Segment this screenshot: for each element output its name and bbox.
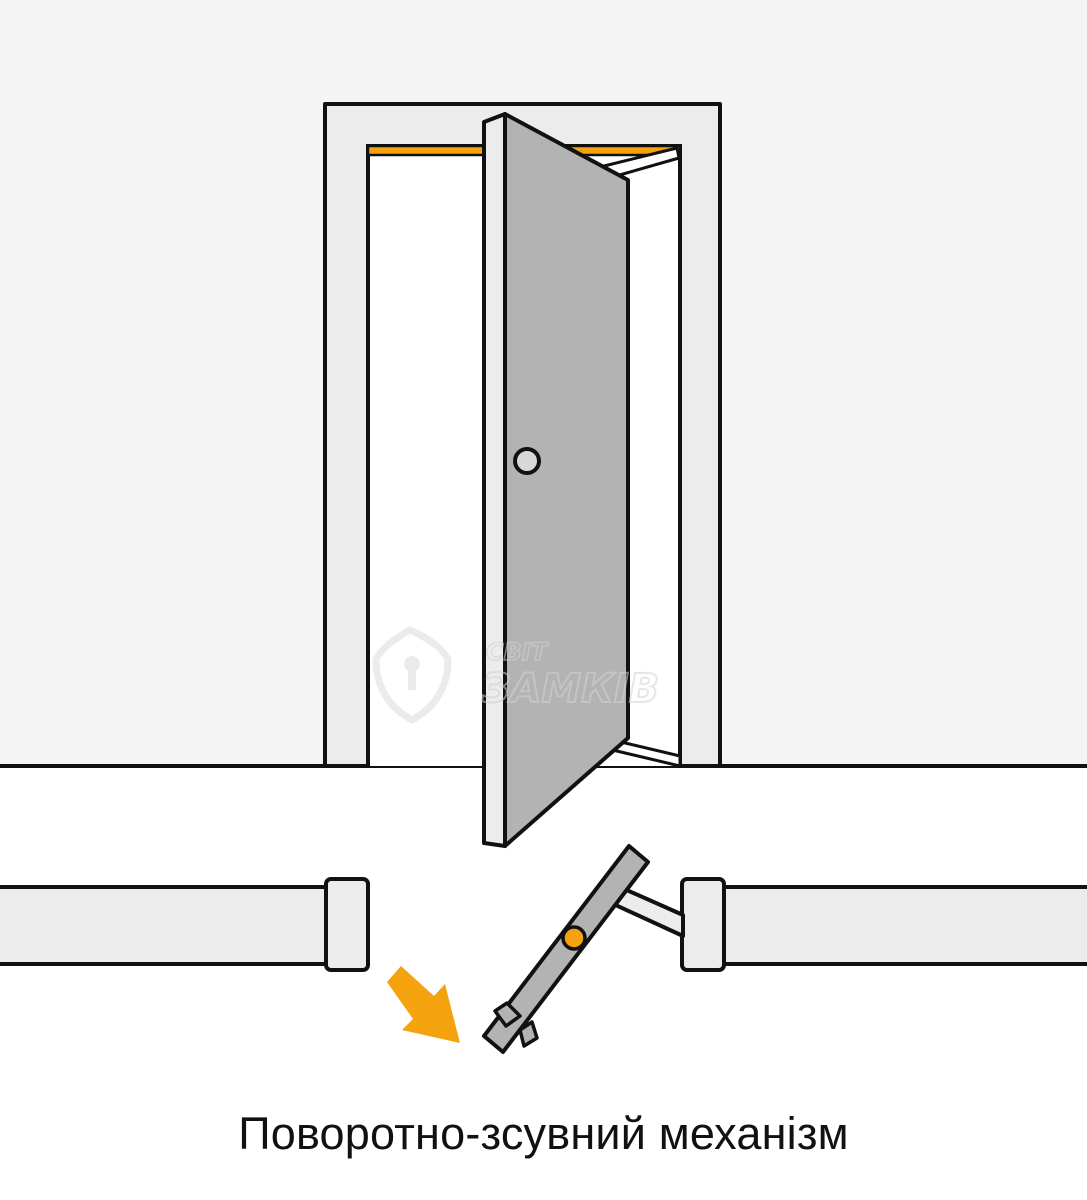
diagram-caption: Поворотно-зсувний механізм (238, 1108, 849, 1159)
door-edge (482, 112, 507, 848)
plan-right-wall (718, 885, 1087, 966)
lock-shield-icon (372, 626, 452, 724)
door-knob-icon (513, 447, 541, 475)
door-leaf (503, 112, 630, 848)
plan-door-handle (493, 1001, 539, 1048)
plan-left-wall (0, 885, 332, 966)
lock-shield-keyslot (408, 668, 416, 690)
pivot-point (561, 925, 587, 951)
plan-right-jamb (680, 877, 726, 972)
plan-door-leaf (482, 844, 650, 1054)
watermark-line2: ЗАМКІВ (481, 666, 659, 712)
plan-left-jamb (324, 877, 370, 972)
watermark-line1: СВІТ (486, 638, 549, 666)
arrow-down-right-icon (387, 966, 460, 1043)
plan-view (0, 844, 1087, 1054)
watermark: СВІТ ЗАМКІВ (372, 626, 660, 724)
